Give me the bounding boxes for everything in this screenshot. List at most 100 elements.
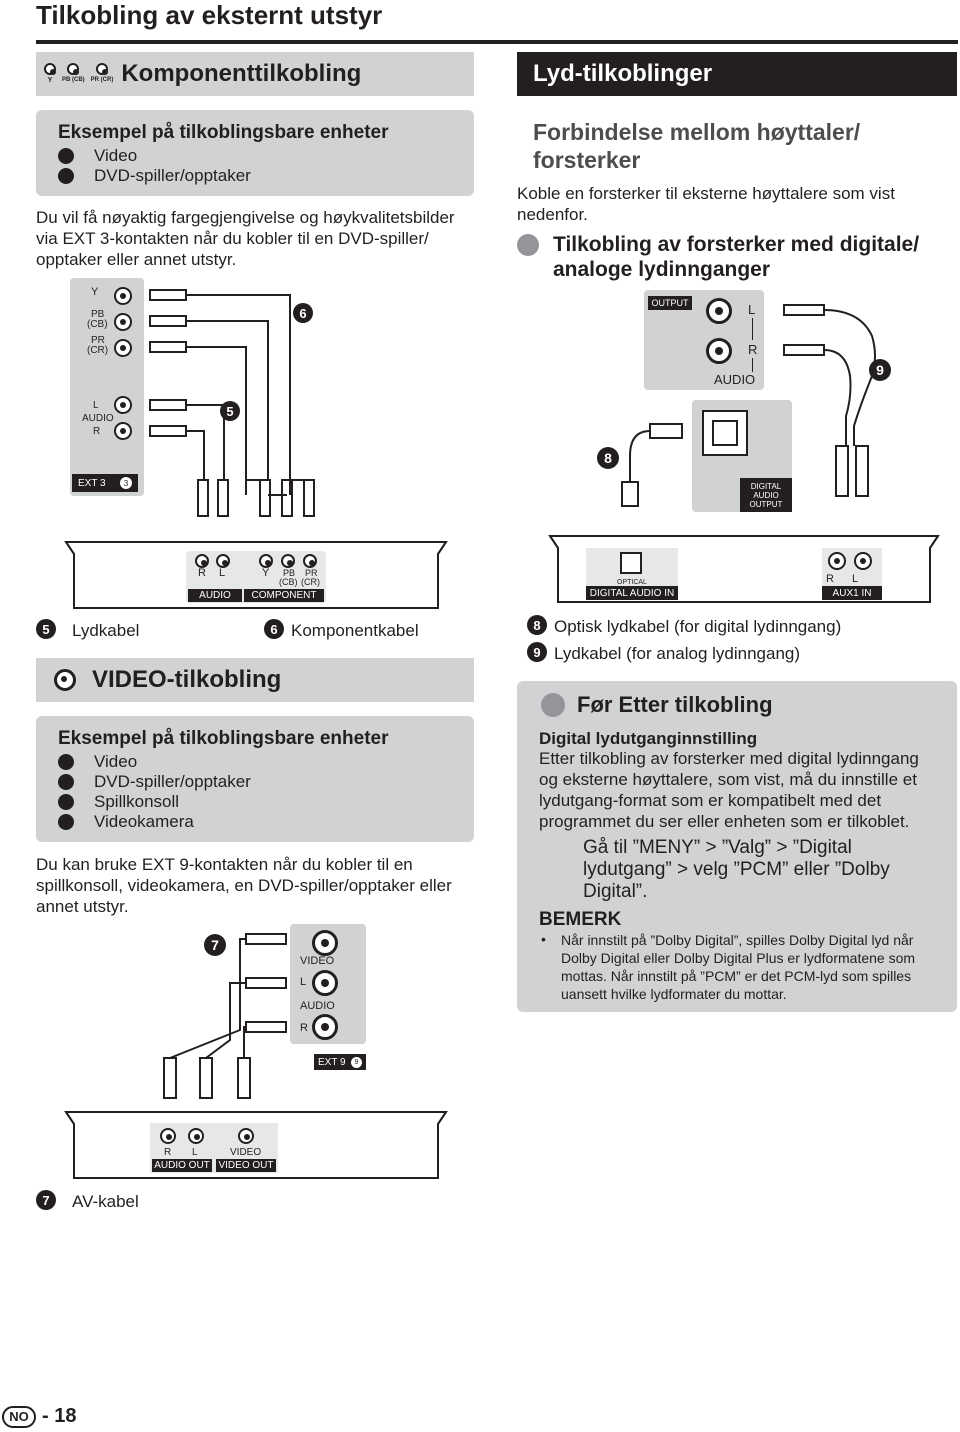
amp-bullet-icon	[517, 234, 539, 256]
callout-5-badge: 5	[220, 401, 240, 421]
tv-y-label: Y	[91, 286, 99, 298]
amp-optical-port-icon	[620, 552, 642, 574]
dev-l-label: L	[192, 1147, 198, 1158]
device-pb-jack	[281, 554, 295, 568]
tv-r-label: R	[93, 426, 101, 437]
device-component-bar: COMPONENT	[244, 589, 324, 602]
callout-9-badge: 9	[869, 359, 891, 381]
legend-9-badge: 9	[527, 642, 547, 662]
dev-video-label: VIDEO	[230, 1147, 262, 1158]
device-cr-label: (CR)	[301, 577, 320, 587]
before-box	[517, 681, 957, 1012]
amp-heading: Tilkobling av forsterker med digitale/ a…	[553, 233, 920, 281]
tv-audio-r-jack	[114, 422, 132, 440]
component-pb-icon	[67, 62, 80, 75]
legend-6-badge: 6	[264, 619, 284, 639]
dev-audio-out-bar: AUDIO OUT	[152, 1159, 212, 1172]
device-y-label: Y	[262, 567, 270, 579]
before-instruction: Gå til ”MENY” > ”Valg” > ”Digital lydutg…	[583, 837, 890, 902]
before-body: Etter tilkobling av forsterker med digit…	[539, 749, 919, 831]
tv-out-r-jack	[706, 338, 732, 364]
legend-9-text: Lydkabel (for analog lydinngang)	[554, 644, 801, 663]
component-pr-icon	[96, 62, 108, 75]
tv-out-r-rule	[752, 358, 753, 372]
callout-8-badge: 8	[597, 447, 619, 469]
tv-pr-label: PR	[91, 335, 105, 346]
device-pr-label: PR	[305, 568, 318, 578]
list-item: Videokamera	[58, 812, 452, 832]
component-y-icon	[44, 62, 56, 75]
legend-8-badge: 8	[527, 615, 547, 635]
tv-video-jack	[312, 930, 338, 956]
tv-cr-label: (CR)	[87, 345, 109, 356]
amp-aux-l-jack	[854, 552, 872, 570]
list-item: DVD-spiller/opptaker	[58, 166, 452, 186]
device-pr-jack	[303, 554, 317, 568]
dev-video-out-bar: VIDEO OUT	[216, 1159, 276, 1172]
video-description: Du kan bruke EXT 9-kontakten når du kobl…	[36, 855, 452, 916]
ext9-label: EXT 9 9	[314, 1054, 366, 1070]
before-heading: Før Etter tilkobling	[577, 692, 773, 717]
legend-8-text: Optisk lydkabel (for digital lydinngang)	[554, 617, 842, 636]
component-tv-panel	[70, 278, 144, 496]
bullet-icon	[58, 814, 74, 830]
component-icons: Y PB (CB) PR (CR)	[44, 62, 114, 86]
amp-l-label: L	[852, 573, 859, 585]
tv9-audio-r-jack	[312, 1014, 338, 1040]
video-heading: VIDEO-tilkobling	[92, 666, 282, 693]
output-label: OUTPUT	[648, 296, 692, 310]
bullet-icon	[58, 754, 74, 770]
device-l-label: L	[219, 567, 226, 579]
page-number-row: NO - 18	[2, 1405, 76, 1428]
video-examples-box: Eksempel på tilkoblingsbare enheter Vide…	[36, 716, 474, 842]
tv-pb-label: PB	[91, 309, 105, 320]
device-cb-label: (CB)	[279, 577, 298, 587]
dev-r-label: R	[164, 1147, 172, 1158]
tv-pr-jack	[114, 339, 132, 357]
audio-section-header: Lyd-tilkoblinger	[517, 52, 957, 96]
amp-digital-in-bar: DIGITAL AUDIO IN	[586, 586, 678, 600]
callout-6-badge: 6	[293, 303, 313, 323]
legend-5-text: Lydkabel	[72, 621, 140, 640]
digital-audio-output-label: DIGITAL AUDIO OUTPUT	[740, 478, 792, 512]
note-title: BEMERK	[539, 909, 622, 930]
video-section-header: VIDEO-tilkobling	[36, 658, 474, 702]
component-examples-box: Eksempel på tilkoblingsbare enheter Vide…	[36, 110, 474, 196]
tv-out-r-label: R	[748, 342, 758, 357]
list-item: Video	[58, 146, 452, 166]
legend-5-badge: 5	[36, 619, 56, 639]
amp-r-label: R	[826, 573, 834, 585]
tv-audio-label: AUDIO	[82, 413, 114, 424]
component-icon-label-pb: PB (CB)	[62, 76, 85, 83]
bullet-icon	[58, 168, 74, 184]
page-number: - 18	[42, 1405, 77, 1427]
device-y-jack	[259, 554, 273, 568]
amp-heading-row: Tilkobling av forsterker med digitale/ a…	[517, 232, 957, 282]
device-pb-label: PB	[283, 568, 296, 578]
video-examples-title: Eksempel på tilkoblingsbare enheter	[58, 728, 389, 749]
av-cables	[163, 933, 287, 1099]
component-icon-label-pr: PR (CR)	[90, 76, 114, 83]
tv-l-label: L	[93, 400, 99, 411]
callout-7-badge: 7	[204, 934, 226, 956]
component-heading: Komponenttilkobling	[121, 60, 362, 87]
title-rule	[36, 40, 958, 44]
list-item: Video	[58, 752, 452, 772]
amp-optical-label: OPTICAL	[617, 579, 647, 586]
before-subtitle: Digital lydutganginnstilling	[539, 729, 758, 748]
device-audio-r-jack	[195, 554, 209, 568]
amp-aux-r-jack	[828, 552, 846, 570]
audio-heading: Lyd-tilkoblinger	[533, 60, 713, 87]
note-text: Når innstilt på ”Dolby Digital”, spilles…	[561, 932, 916, 1002]
tv-cb-label: (CB)	[87, 319, 108, 330]
device-audio-bar: AUDIO	[188, 589, 242, 602]
before-bullet-icon	[541, 693, 565, 717]
component-section-header: Y PB (CB) PR (CR) Komponenttilkobling	[36, 52, 474, 96]
tv-out-l-label: L	[748, 302, 756, 317]
component-icon-label-y: Y	[47, 76, 53, 84]
dev-video-out-jack	[238, 1128, 254, 1144]
component-description: Du vil få nøyaktig fargegjengivelse og h…	[36, 208, 455, 269]
dev-audio-out-l-jack	[188, 1128, 204, 1144]
optical-port-icon	[702, 410, 748, 456]
legend-6-text: Komponentkabel	[291, 621, 419, 640]
